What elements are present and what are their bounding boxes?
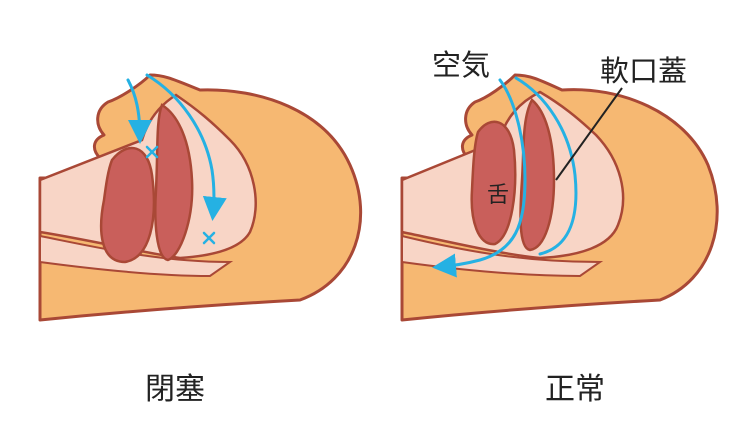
soft-palate-obstructed <box>154 103 194 262</box>
normal-head-illustration <box>400 73 719 322</box>
label-tongue: 舌 <box>487 183 510 208</box>
airflow-arrow-2-normal <box>514 76 578 256</box>
label-air: 空気 <box>432 48 491 82</box>
caption-obstructed: 閉塞 <box>145 372 205 407</box>
tongue-normal <box>470 120 517 246</box>
label-soft-palate: 軟口蓋 <box>600 54 688 88</box>
soft-palate-leader-line <box>555 87 623 181</box>
blocked-mark-upper <box>145 145 159 159</box>
airflow-arrow-1-normal <box>432 78 527 278</box>
obstructed-head-illustration <box>38 73 363 322</box>
airflow-arrow-1-obstructed <box>126 78 152 144</box>
caption-normal: 正常 <box>545 372 605 407</box>
blocked-mark-lower <box>202 231 216 245</box>
tongue-obstructed <box>99 146 156 264</box>
airflow-arrow-2-obstructed <box>145 73 227 221</box>
